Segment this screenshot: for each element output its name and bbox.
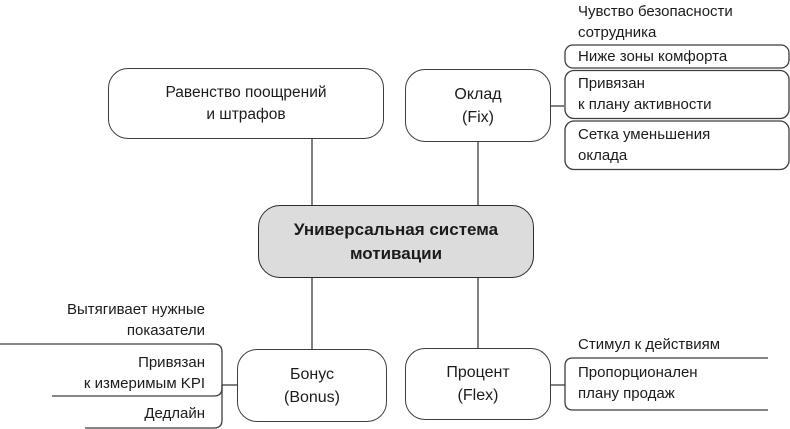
- edge-percent-child-stimulus: [564, 357, 768, 385]
- edge-bonus-child-pulls-metrics: [0, 343, 223, 385]
- leaf-pulls-needed-metrics: Вытягивает нужные показатели: [0, 299, 205, 341]
- leaf-label-line: плану продаж: [578, 385, 675, 402]
- node-bonus: Бонус (Bonus): [237, 349, 387, 422]
- leaf-label-line: Привязан: [138, 354, 205, 371]
- leaf-tied-activity-plan: Привязан к плану активности: [578, 73, 784, 115]
- edge-bonus-child-deadline: [85, 385, 223, 429]
- node-label-line: (Flex): [457, 387, 499, 404]
- center-node-label-line: Универсальная система: [293, 219, 499, 239]
- leaf-box-tied-activity-plan: [564, 69, 790, 120]
- leaf-label-line: Вытягивает нужные: [66, 301, 205, 318]
- leaf-label-line: Ниже зоны комфорта: [578, 48, 728, 65]
- node-label-line: Процент: [446, 364, 510, 381]
- node-equality-rewards-penalties: Равенство поощрений и штрафов: [108, 68, 384, 139]
- node-label-line: и штрафов: [206, 105, 286, 123]
- center-node-universal-motivation-system: Универсальная система мотивации: [258, 205, 534, 278]
- leaf-label-line: сотрудника: [578, 24, 657, 41]
- leaf-label-line: показатели: [126, 322, 205, 339]
- node-label-line: (Bonus): [283, 388, 341, 406]
- leaf-box-salary-reduction-grid: [564, 120, 790, 171]
- leaf-proportional-sales-plan: Пропорционален плану продаж: [578, 362, 788, 404]
- leaf-stimulus-to-action: Стимул к действиям: [578, 334, 788, 355]
- leaf-safety-feeling: Чувство безопасности сотрудника: [578, 1, 784, 43]
- leaf-label-line: Стимул к действиям: [578, 336, 721, 353]
- edge-percent-child-proportional: [564, 385, 768, 411]
- center-node-label-line: мотивации: [349, 243, 443, 263]
- node-label-line: Равенство поощрений: [165, 83, 327, 101]
- leaf-label-line: Дедлайн: [144, 405, 205, 422]
- leaf-label-line: к измеримым KPI: [83, 375, 205, 392]
- leaf-tied-measurable-kpi: Привязан к измеримым KPI: [0, 352, 205, 394]
- leaf-below-comfort-zone: Ниже зоны комфорта: [578, 46, 784, 67]
- node-label-line: Бонус: [289, 365, 335, 383]
- node-label-line: Оклад: [454, 85, 502, 103]
- leaf-salary-reduction-grid: Сетка уменьшения оклада: [578, 124, 784, 166]
- node-label-line: (Fix): [462, 108, 494, 126]
- leaf-label-line: Чувство безопасности: [578, 3, 733, 20]
- leaf-box-below-comfort-zone: [564, 44, 790, 69]
- leaf-deadline: Дедлайн: [0, 403, 205, 424]
- leaf-label-line: Привязан: [578, 75, 645, 92]
- leaf-label-line: Пропорционален: [578, 364, 698, 381]
- leaf-label-line: оклада: [578, 147, 628, 164]
- node-percent-flex: Процент (Flex): [405, 348, 551, 420]
- leaf-label-line: Сетка уменьшения: [578, 126, 711, 143]
- leaf-label-line: к плану активности: [578, 96, 712, 113]
- node-salary-fix: Оклад (Fix): [405, 69, 551, 142]
